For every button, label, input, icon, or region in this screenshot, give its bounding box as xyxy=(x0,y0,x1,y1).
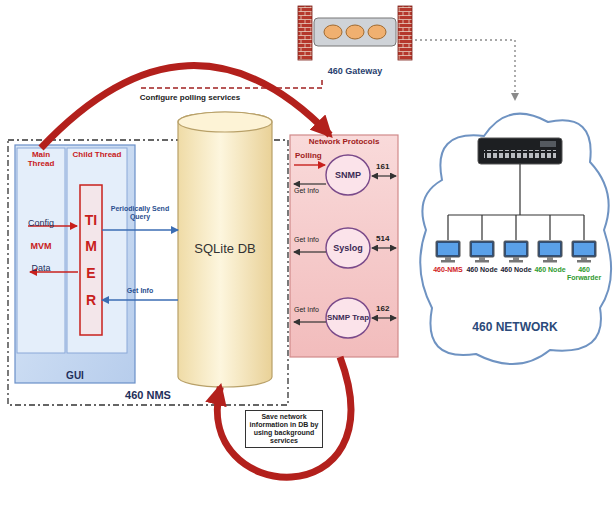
edge-label: Get Info xyxy=(104,287,176,295)
port-number: 514 xyxy=(376,234,389,243)
switch-ports xyxy=(484,150,556,158)
port-arrow xyxy=(372,247,396,248)
firewall-wall xyxy=(298,6,312,60)
network-wire xyxy=(448,164,584,240)
port-number: 161 xyxy=(376,162,389,171)
child-thread-panel-shape xyxy=(67,148,127,353)
network-switch xyxy=(478,138,562,164)
network-cloud: 460 NETWORK460-NMS460 Node460 Node460 No… xyxy=(418,100,612,375)
protocol-circle-shape xyxy=(326,155,370,195)
computer-node: 460 Node xyxy=(499,240,533,290)
connector-arrow xyxy=(102,299,178,301)
computer-node: 460 Node xyxy=(533,240,567,290)
gateway-box xyxy=(314,18,396,46)
protocol-circle: SNMP xyxy=(326,155,370,195)
computer-icon xyxy=(503,240,529,264)
timer-box-shape xyxy=(80,185,102,335)
computer-icon xyxy=(435,240,461,264)
port-number: 162 xyxy=(376,304,389,313)
get-info-arrow xyxy=(294,183,326,184)
database-cylinder: SQLite DB xyxy=(178,112,272,387)
polling-arrow xyxy=(294,164,325,165)
node-label: 460 Forwarder xyxy=(567,266,601,282)
switch-badge xyxy=(540,141,556,147)
node-label: SNMP Trap xyxy=(327,313,369,322)
port-arrow xyxy=(372,175,396,176)
node-label: GUI xyxy=(66,370,84,382)
database-top xyxy=(178,112,272,132)
connector-arrow xyxy=(217,357,351,477)
protocol-label: Polling xyxy=(295,151,322,160)
gateway-service xyxy=(324,25,342,39)
gateway-service xyxy=(346,25,364,39)
protocol-circle-shape xyxy=(326,228,370,268)
connector-arrow xyxy=(415,40,515,100)
node-label: SNMP xyxy=(335,170,361,180)
edge-label: Configure polling services xyxy=(130,93,250,102)
edge-label: Periodically Send Query xyxy=(104,205,176,221)
computer-node: 460 Forwarder xyxy=(567,240,601,290)
node-label: 460 Gateway xyxy=(328,66,383,76)
port-arrow xyxy=(372,317,396,318)
connector-arrow xyxy=(41,66,330,148)
get-info-arrow xyxy=(294,321,326,322)
node-label: 460 NMS xyxy=(125,389,171,402)
node-label: MVM xyxy=(31,241,52,251)
gateway-service xyxy=(368,25,386,39)
database-cylinder-shape xyxy=(178,112,272,387)
nms-region: 460 NMS GUI Main ThreadConfigMVM Data Child … xyxy=(8,140,288,405)
node-label: Syslog xyxy=(333,243,363,253)
child-thread-panel: Child ThreadTIMER xyxy=(67,148,127,353)
node-label: Config xyxy=(28,218,54,228)
node-label: TIMER xyxy=(84,207,98,313)
connector-arrow xyxy=(102,229,178,231)
gui-panel: GUI Main ThreadConfigMVM Data Child ThreadT… xyxy=(15,145,135,383)
node-label: Network Protocols xyxy=(309,137,380,146)
protocol-circle: Syslog xyxy=(326,228,370,268)
node-label: 460 Node xyxy=(466,266,497,274)
main-thread-panel-shape xyxy=(17,148,65,353)
gui-panel-shape xyxy=(15,145,135,383)
computer-icon xyxy=(571,240,597,264)
node-label: Main Thread xyxy=(18,150,64,168)
computer-node: 460 Node xyxy=(465,240,499,290)
protocol-label: Get Info xyxy=(294,236,319,244)
protocol-label: Get Info xyxy=(294,187,319,195)
computer-icon xyxy=(469,240,495,264)
cloud-outline xyxy=(420,114,611,364)
protocol-panel-shape xyxy=(290,135,398,357)
cloud-shape xyxy=(420,114,611,364)
node-label: 460 Node xyxy=(534,266,565,274)
node-label: 460-NMS xyxy=(433,266,463,274)
node-label: 460 Node xyxy=(500,266,531,274)
dashed-config-line xyxy=(140,80,322,88)
timer-box: TIMER xyxy=(80,185,102,335)
edge-label: Save network information in DB by using … xyxy=(245,410,323,448)
node-label: Data xyxy=(31,263,50,273)
computer-icon xyxy=(537,240,563,264)
protocol-circle-shape xyxy=(326,298,370,338)
node-label: Child Thread xyxy=(73,150,122,159)
protocol-label: Get Info xyxy=(294,306,319,314)
node-label: 460 NETWORK xyxy=(472,321,557,335)
get-info-arrow xyxy=(294,251,326,252)
main-thread-panel: Main ThreadConfigMVM Data xyxy=(17,148,65,353)
protocol-circle: SNMP Trap xyxy=(326,298,370,338)
node-label: SQLite DB xyxy=(194,242,255,257)
computer-node: 460-NMS xyxy=(431,240,465,290)
firewall-wall xyxy=(398,6,412,60)
gateway-device: 460 Gateway xyxy=(295,0,415,78)
